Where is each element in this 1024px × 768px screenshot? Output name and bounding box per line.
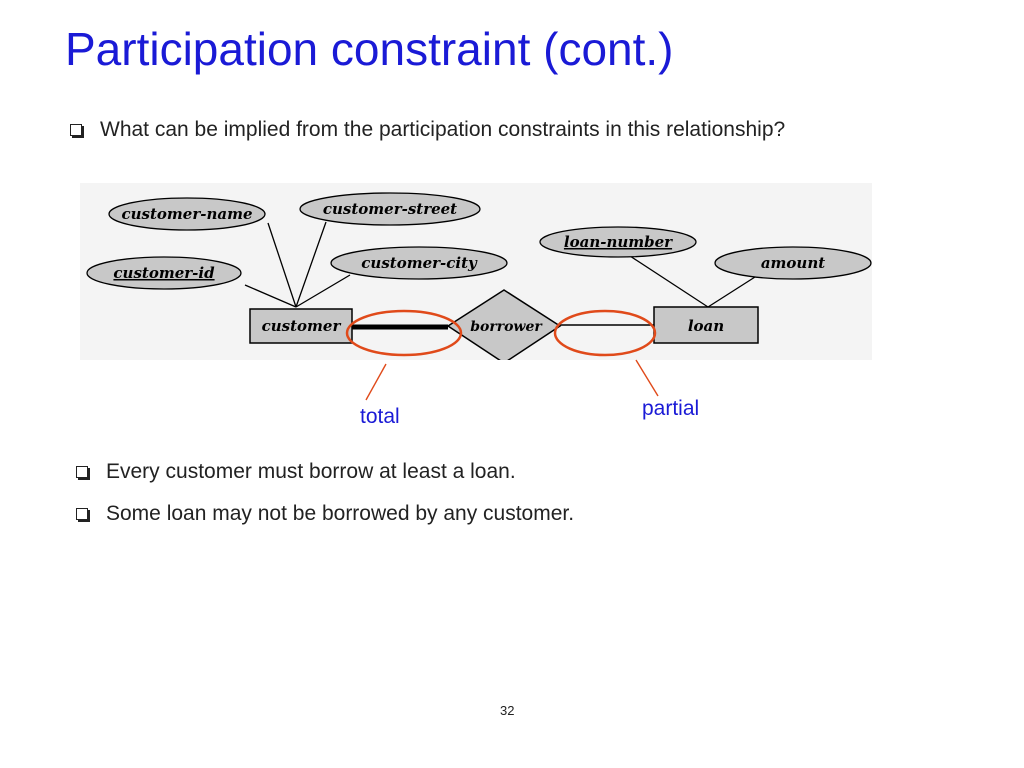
entity-label-customer: customer: [262, 317, 342, 335]
attr-label-customer-name: customer-name: [121, 205, 252, 223]
question-bullet: What can be implied from the participati…: [70, 118, 785, 142]
attr-amount: [714, 246, 872, 280]
total-label: total: [360, 405, 400, 428]
checkbox-bullet-icon: [76, 508, 88, 520]
attr-customer-name: [108, 197, 266, 231]
attr-customer-city: [330, 246, 508, 280]
question-text: What can be implied from the participati…: [100, 118, 786, 141]
attr-label-customer-id: customer-id: [113, 264, 215, 282]
page-number: 32: [500, 703, 515, 718]
entity-loan: [653, 306, 759, 344]
partial-pointer-line: [635, 359, 659, 397]
connector-customer-street: [295, 221, 327, 308]
answer-bullet-1: Every customer must borrow at least a lo…: [76, 460, 516, 484]
attr-loan-number: [539, 226, 697, 258]
attr-customer-street: [299, 192, 481, 226]
total-pointer-line: [365, 363, 387, 401]
attr-label-amount: amount: [761, 254, 825, 272]
partial-label: partial: [642, 397, 700, 420]
connector-customer-name: [267, 222, 297, 308]
answer-bullet-2: Some loan may not be borrowed by any cus…: [76, 502, 574, 526]
answer-text-2: Some loan may not be borrowed by any cus…: [106, 502, 575, 525]
attr-label-customer-street: customer-street: [323, 200, 457, 218]
relationship-label-borrower: borrower: [470, 319, 543, 335]
connector-amount: [707, 276, 756, 308]
relationship-borrower: [446, 289, 562, 360]
answer-text-1: Every customer must borrow at least a lo…: [106, 460, 516, 483]
attr-customer-id: [86, 256, 242, 290]
entity-label-loan: loan: [688, 317, 724, 335]
connector-customer-id: [244, 284, 297, 308]
connector-customer-city: [295, 274, 351, 308]
er-diagram: customer-name customer-street customer-i…: [80, 183, 872, 360]
checkbox-bullet-icon: [76, 466, 88, 478]
attr-label-loan-number: loan-number: [564, 233, 673, 251]
partial-highlight-ellipse: [553, 309, 657, 357]
connector-loan-number: [629, 255, 709, 308]
attr-label-customer-city: customer-city: [361, 254, 478, 272]
total-highlight-ellipse: [345, 309, 463, 357]
checkbox-bullet-icon: [70, 124, 82, 136]
entity-customer: [249, 308, 353, 344]
slide-title: Participation constraint (cont.): [65, 23, 674, 75]
